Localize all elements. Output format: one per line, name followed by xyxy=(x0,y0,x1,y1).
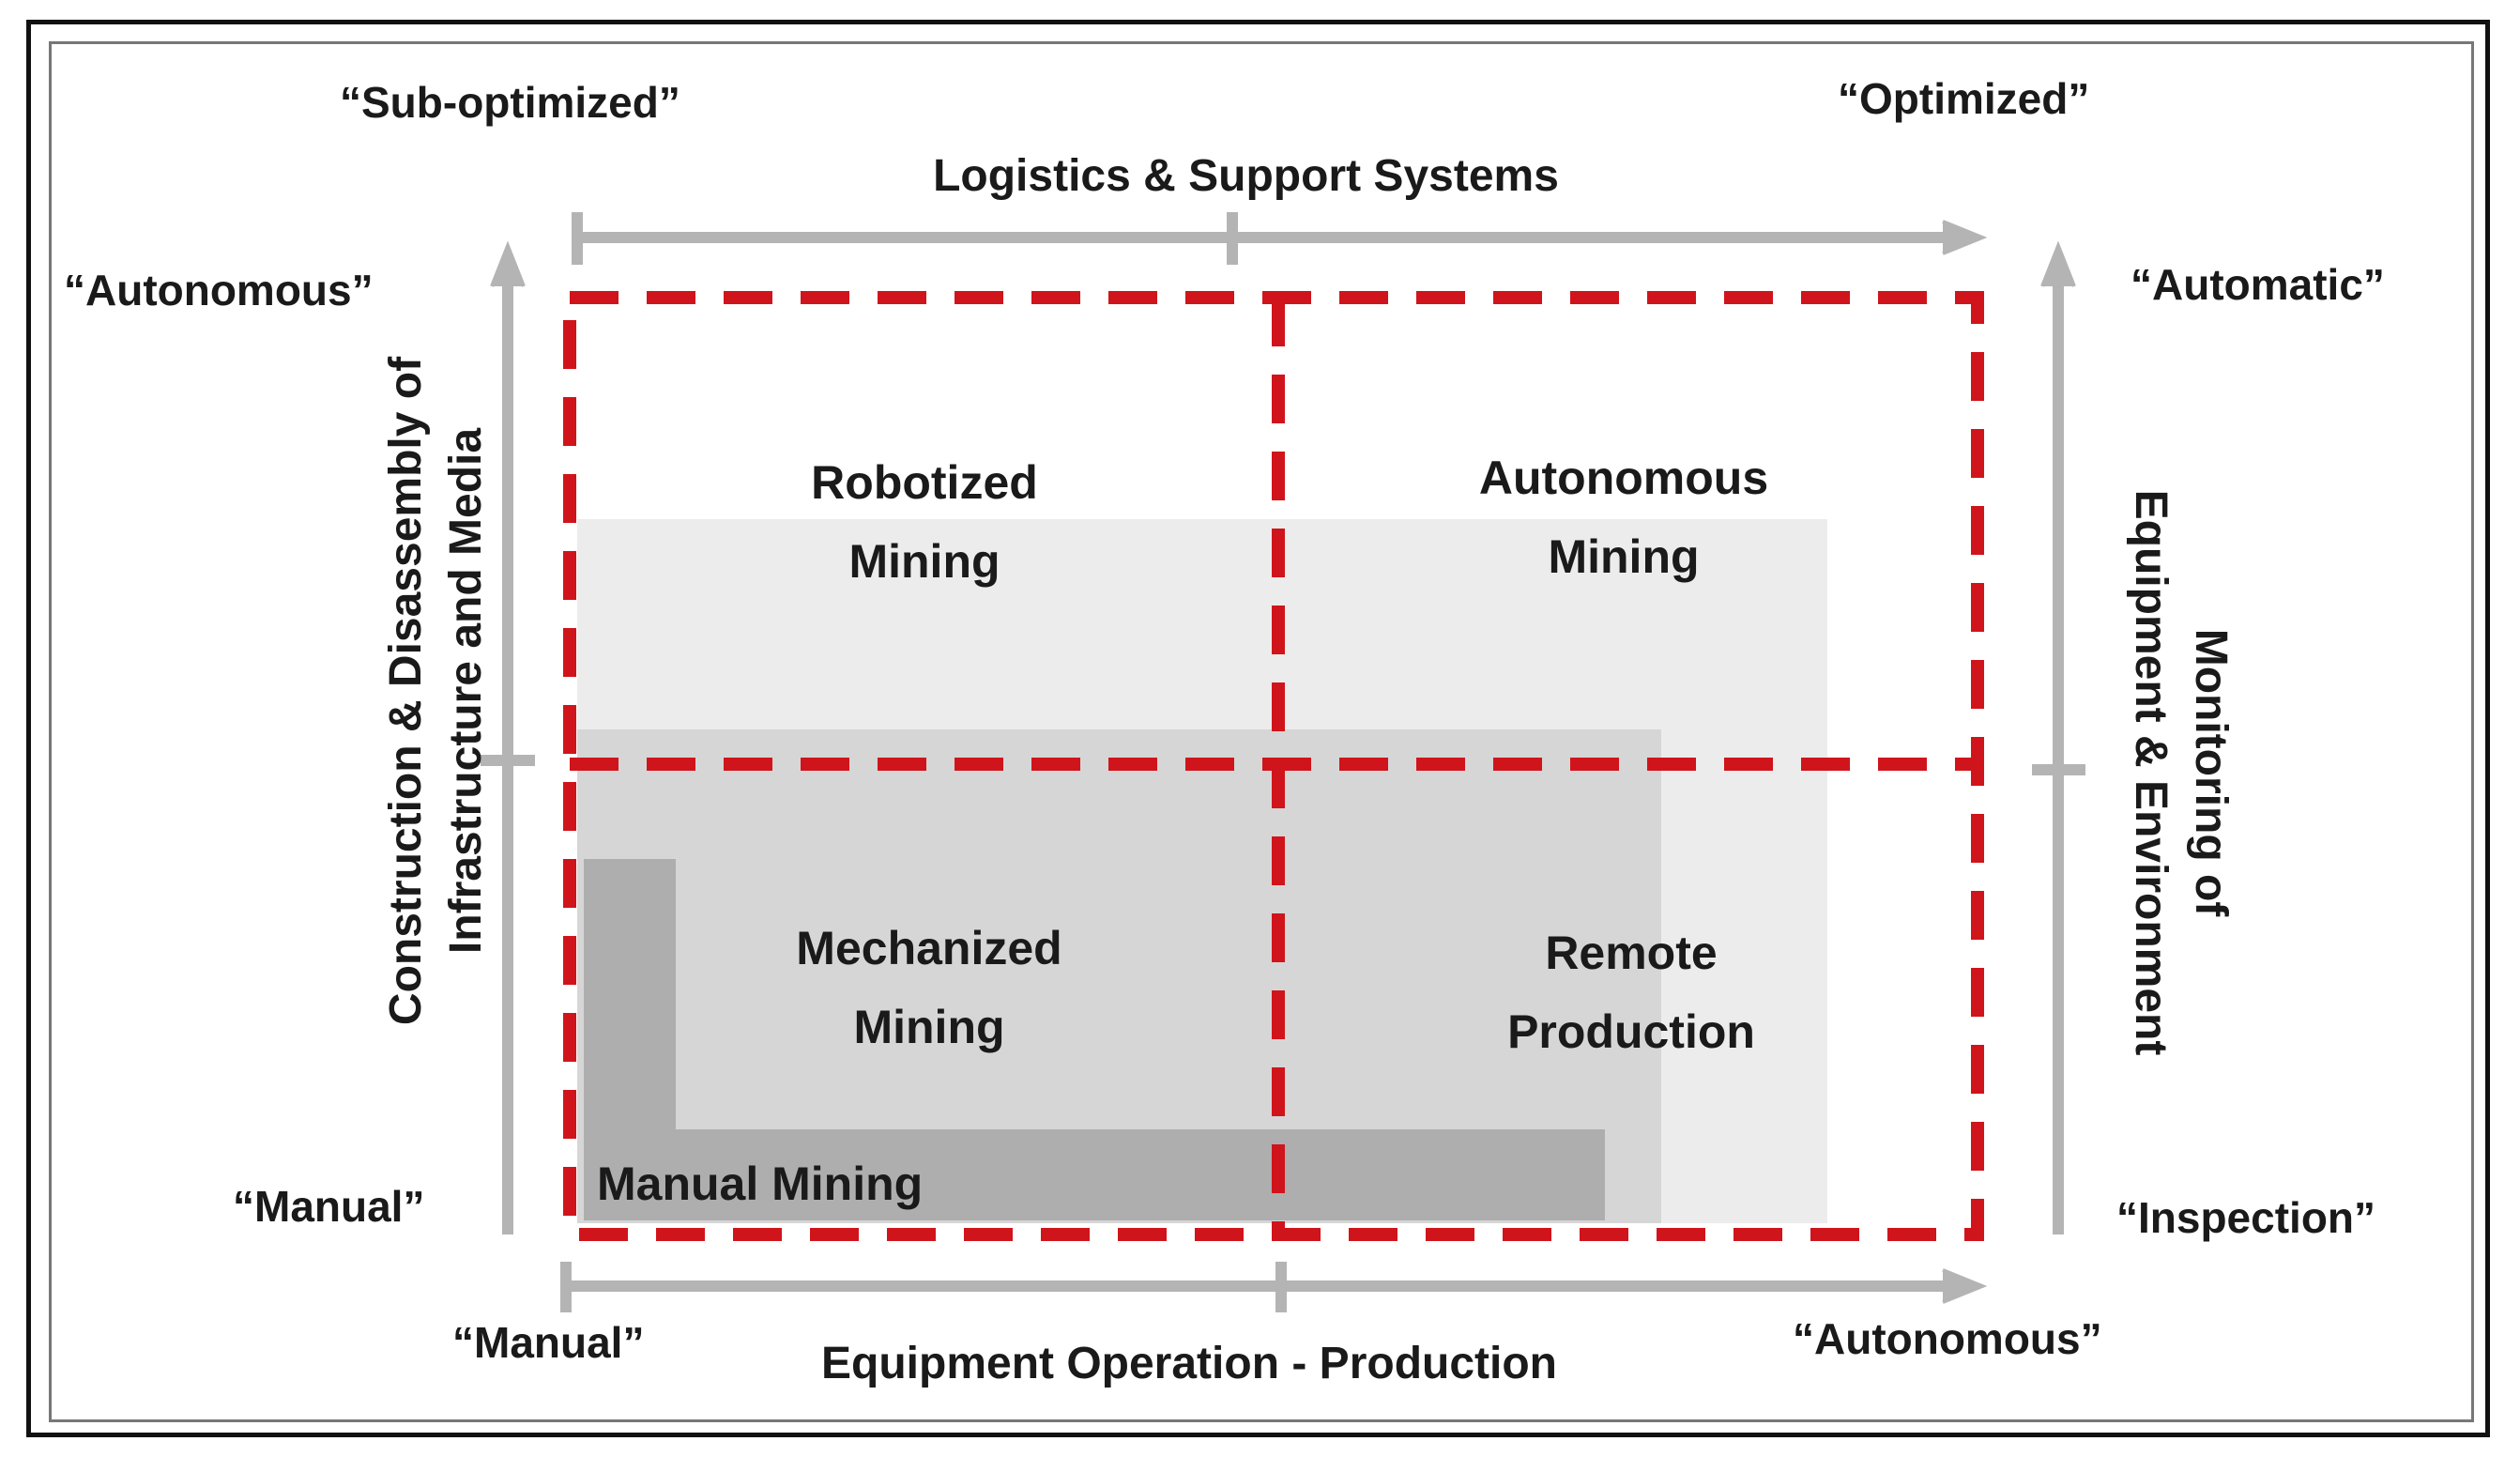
quadrant-remote: Remote Production xyxy=(1443,913,1819,1071)
left-axis-title: Construction & Disassembly of Infrastruc… xyxy=(376,306,496,1076)
quadrant-robotized-line2: Mining xyxy=(848,535,1000,588)
quadrant-robotized: Robotized Mining xyxy=(737,443,1112,601)
right-axis-title: Monitoring of Equipment & Environment xyxy=(2120,416,2240,1129)
left-axis-arrow xyxy=(481,240,535,1234)
right-axis-title-line1: Monitoring of xyxy=(2186,628,2236,917)
manual-mining-label: Manual Mining xyxy=(597,1158,924,1210)
level-manual-region xyxy=(584,859,1605,1220)
quadrant-dashed-frame xyxy=(563,291,1984,1241)
quadrant-mechanized: Mechanized Mining xyxy=(741,909,1117,1066)
right-top-label: “Automatic” xyxy=(2131,260,2385,309)
bottom-axis-arrow xyxy=(560,1262,1988,1312)
quadrant-remote-line2: Production xyxy=(1507,1005,1755,1058)
top-axis-arrow xyxy=(572,212,1988,265)
right-bottom-label: “Inspection” xyxy=(2116,1193,2376,1242)
bottom-left-label: “Manual” xyxy=(452,1318,645,1367)
left-top-label: “Autonomous” xyxy=(64,266,374,314)
quadrant-mechanized-line1: Mechanized xyxy=(796,922,1062,974)
left-axis-title-line1: Construction & Disassembly of xyxy=(381,356,431,1026)
top-left-label: “Sub-optimized” xyxy=(340,78,680,127)
top-right-label: “Optimized” xyxy=(1838,74,2090,123)
quadrant-autonomous-line1: Autonomous xyxy=(1478,452,1769,504)
quadrant-autonomous: Autonomous Mining xyxy=(1436,438,1811,596)
top-axis-title: Logistics & Support Systems xyxy=(933,151,1559,201)
bottom-axis-title: Equipment Operation - Production xyxy=(821,1339,1557,1388)
left-axis-title-line2: Infrastructure and Media xyxy=(441,427,491,955)
inner-frame xyxy=(49,41,2474,1422)
quadrant-robotized-line1: Robotized xyxy=(811,456,1038,509)
left-bottom-label: “Manual” xyxy=(233,1182,425,1231)
outer-frame xyxy=(26,20,2490,1437)
right-axis-arrow xyxy=(2032,240,2085,1234)
quadrant-autonomous-line2: Mining xyxy=(1548,530,1700,583)
right-axis-title-line2: Equipment & Environment xyxy=(2126,489,2176,1056)
quadrant-remote-line1: Remote xyxy=(1545,927,1718,979)
quadrant-mechanized-line2: Mining xyxy=(853,1001,1005,1053)
bottom-right-label: “Autonomous” xyxy=(1793,1314,2102,1363)
